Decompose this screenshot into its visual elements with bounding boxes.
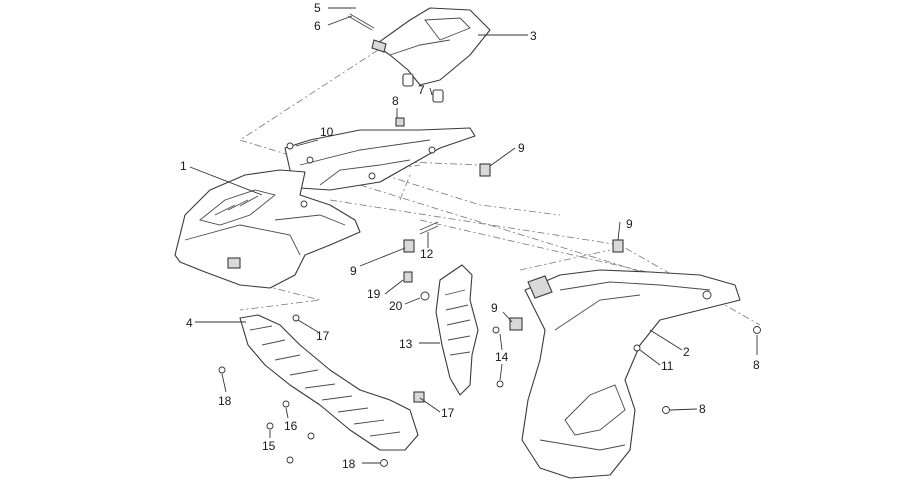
callout-1: 1 bbox=[180, 159, 187, 173]
callout-10: 10 bbox=[320, 125, 334, 139]
callout-16: 16 bbox=[284, 419, 298, 433]
callout-20: 20 bbox=[389, 299, 403, 313]
callout-18-left: 18 bbox=[218, 394, 232, 408]
callout-9-top-right: 9 bbox=[518, 141, 525, 155]
callout-9-right: 9 bbox=[626, 217, 633, 231]
callout-8-top: 8 bbox=[392, 94, 399, 108]
callout-8-right: 8 bbox=[753, 358, 760, 372]
callout-6: 6 bbox=[314, 19, 321, 33]
right-grille-part bbox=[435, 264, 479, 396]
rubber-blocks bbox=[402, 73, 444, 103]
right-fairing-part bbox=[521, 269, 741, 479]
callout-14: 14 bbox=[495, 350, 509, 364]
callout-4: 4 bbox=[186, 316, 193, 330]
callout-17-lower: 17 bbox=[441, 406, 455, 420]
callout-18-bottom: 18 bbox=[342, 457, 356, 471]
left-fairing-part bbox=[174, 169, 361, 289]
pin-part bbox=[347, 7, 375, 31]
hardware-items bbox=[218, 117, 761, 467]
leader-lines bbox=[189, 7, 758, 464]
callout-7: 7 bbox=[418, 83, 425, 97]
callout-5: 5 bbox=[314, 1, 321, 15]
callout-15: 15 bbox=[262, 439, 276, 453]
top-cover-part bbox=[371, 7, 491, 86]
callout-12: 12 bbox=[420, 247, 434, 261]
support-bracket-part bbox=[284, 127, 476, 191]
callout-17-upper: 17 bbox=[316, 329, 330, 343]
callout-13: 13 bbox=[399, 337, 413, 351]
callout-8-lower: 8 bbox=[699, 402, 706, 416]
callout-3: 3 bbox=[530, 29, 537, 43]
callout-9-center: 9 bbox=[491, 301, 498, 315]
callout-labels: 5 6 3 8 7 10 9 1 9 9 12 19 20 9 4 17 13 … bbox=[180, 1, 760, 471]
callout-9-left: 9 bbox=[350, 264, 357, 278]
callout-11: 11 bbox=[661, 359, 674, 373]
callout-19: 19 bbox=[367, 287, 381, 301]
left-grille-part bbox=[239, 314, 419, 451]
callout-2: 2 bbox=[683, 345, 690, 359]
